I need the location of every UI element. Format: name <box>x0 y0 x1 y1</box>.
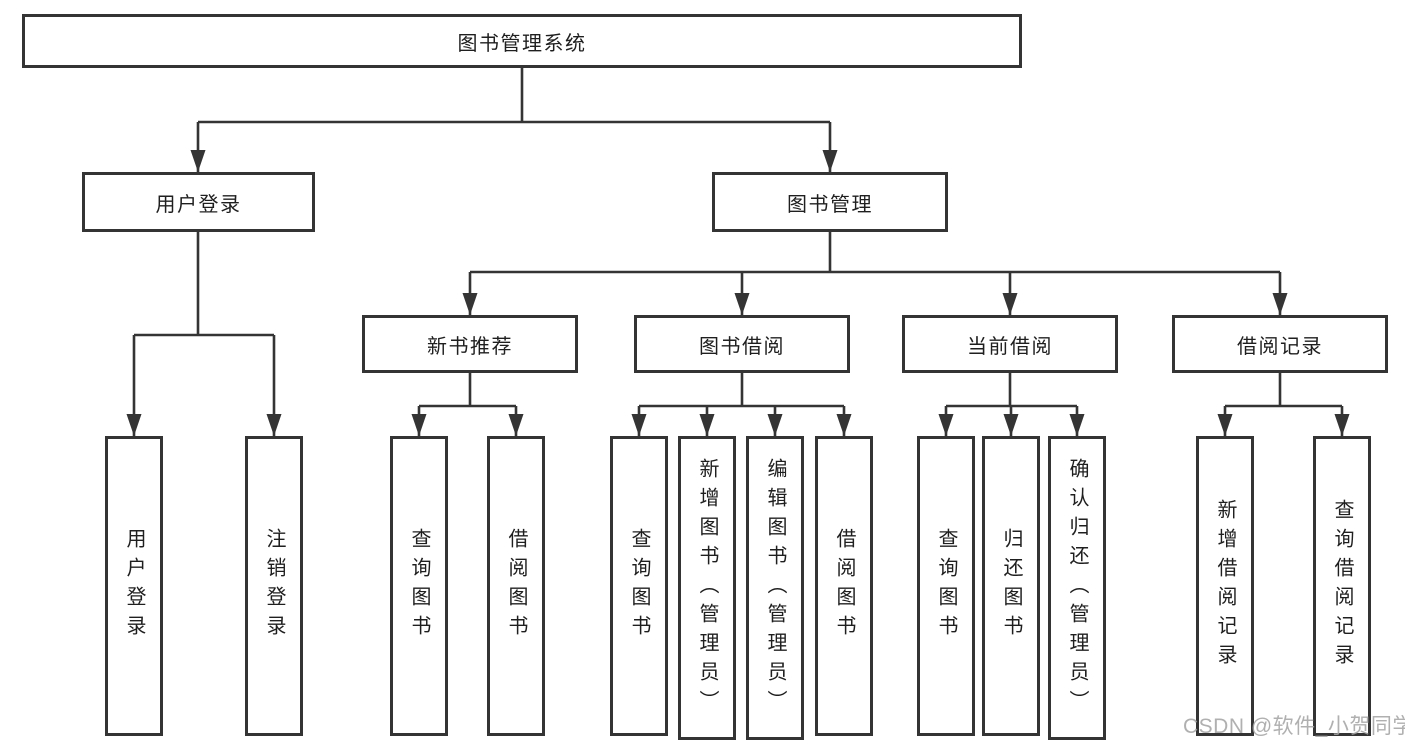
leaf-add-borrow-record: 新增借阅记录 <box>1196 436 1254 736</box>
leaf-edit-books-admin: 编辑图书（管理员） <box>746 436 804 740</box>
leaf-confirm-return-admin: 确认归还（管理员） <box>1048 436 1106 740</box>
node-borrow-record: 借阅记录 <box>1172 315 1388 373</box>
leaf-borrow-books-2: 借阅图书 <box>815 436 873 736</box>
leaf-return-books: 归还图书 <box>982 436 1040 736</box>
leaf-query-books-1: 查询图书 <box>390 436 448 736</box>
leaf-logout: 注销登录 <box>245 436 303 736</box>
leaf-add-books-admin: 新增图书（管理员） <box>678 436 736 740</box>
node-root-system: 图书管理系统 <box>22 14 1022 68</box>
node-book-borrow: 图书借阅 <box>634 315 850 373</box>
node-user-login: 用户登录 <box>82 172 315 232</box>
node-book-management: 图书管理 <box>712 172 948 232</box>
leaf-query-books-3: 查询图书 <box>917 436 975 736</box>
leaf-user-login: 用户登录 <box>105 436 163 736</box>
leaf-borrow-books-1: 借阅图书 <box>487 436 545 736</box>
leaf-query-books-2: 查询图书 <box>610 436 668 736</box>
node-current-borrow: 当前借阅 <box>902 315 1118 373</box>
node-new-book-recommend: 新书推荐 <box>362 315 578 373</box>
leaf-query-borrow-record: 查询借阅记录 <box>1313 436 1371 736</box>
csdn-watermark: CSDN @软件_小贺同学 <box>1183 715 1405 738</box>
